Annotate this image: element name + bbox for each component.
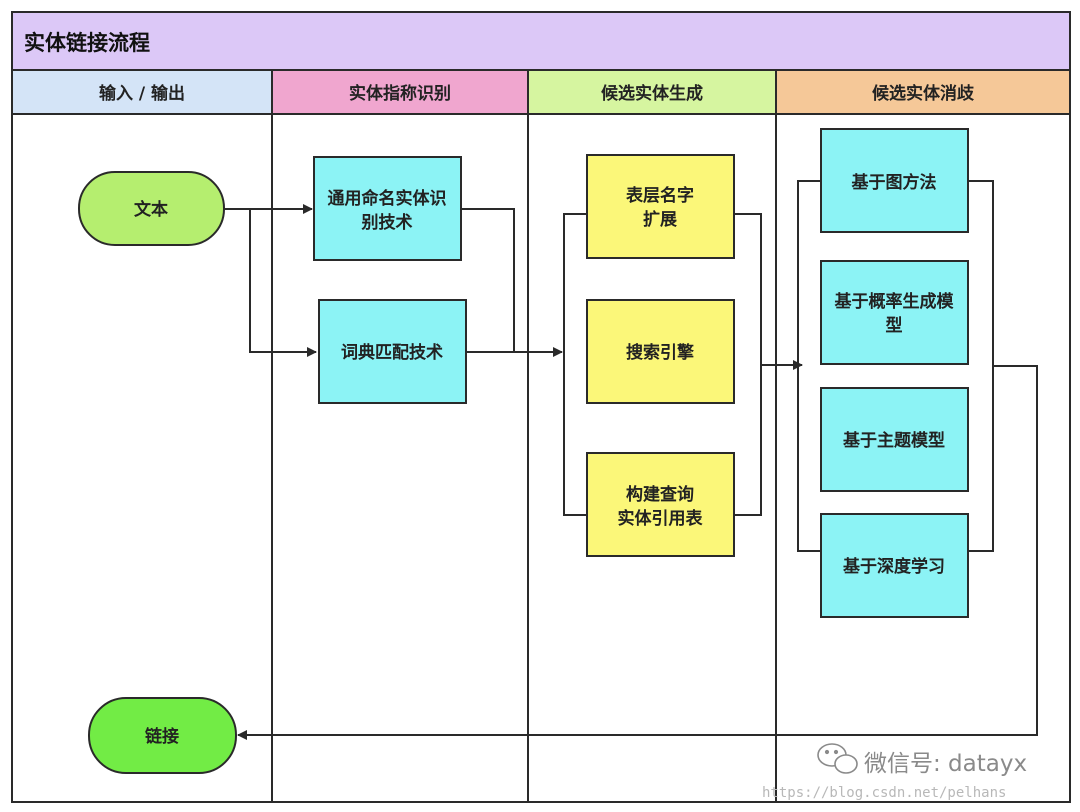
bracket-generation-left — [563, 213, 587, 516]
diagram-title: 实体链接流程 — [24, 31, 150, 55]
lane-header-io — [11, 69, 273, 115]
node-surface-expand-line2: 扩展 — [643, 209, 677, 230]
node-dict-match-label: 词典匹配技术 — [341, 342, 443, 363]
lane-header-recognition — [271, 69, 529, 115]
lane-label-generation: 候选实体生成 — [601, 83, 703, 104]
node-prob-model-line1: 基于概率生成模 — [834, 291, 955, 312]
node-prob-model-line2: 型 — [886, 315, 903, 336]
node-input-text — [78, 171, 225, 246]
watermark-url: https://blog.csdn.net/pelhans — [762, 785, 1006, 801]
node-ner-line1: 通用命名实体识 — [328, 188, 447, 209]
node-search-engine — [586, 299, 735, 404]
lane-label-disambiguation: 候选实体消歧 — [872, 83, 975, 104]
watermark-wechat: 微信号: datayx — [864, 751, 1027, 777]
node-ner — [313, 156, 462, 261]
lane-label-recognition: 实体指称识别 — [349, 83, 451, 104]
lane-label-io: 输入 / 输出 — [99, 83, 185, 104]
node-graph-method-label: 基于图方法 — [851, 172, 937, 193]
node-topic-model — [820, 387, 969, 492]
node-build-table-line1: 构建查询 — [626, 484, 694, 505]
node-input-text-label: 文本 — [134, 199, 168, 220]
node-dict-match — [318, 299, 467, 404]
node-build-table — [586, 452, 735, 557]
node-deep-learning — [820, 513, 969, 618]
node-prob-model — [820, 260, 969, 365]
node-deep-learning-label: 基于深度学习 — [842, 556, 945, 577]
title-bar — [11, 11, 1071, 71]
node-surface-expand-line1: 表层名字 — [626, 185, 694, 206]
node-ner-line2: 别技术 — [361, 212, 413, 233]
bracket-disambiguation-left — [797, 180, 821, 552]
node-graph-method — [820, 128, 969, 233]
wechat-icon — [817, 743, 858, 774]
edge-disambiguation-to-link — [237, 365, 1038, 740]
node-output-link — [88, 697, 237, 774]
node-topic-model-label: 基于主题模型 — [842, 430, 945, 451]
node-surface-expand — [586, 154, 735, 259]
node-build-table-line2: 实体引用表 — [618, 508, 704, 529]
lane-header-disambiguation — [775, 69, 1071, 115]
node-search-engine-label: 搜索引擎 — [626, 342, 695, 363]
edge-ner-to-generation — [461, 208, 515, 352]
connectors — [224, 180, 1038, 740]
node-output-link-label: 链接 — [145, 726, 179, 747]
edge-text-to-dict — [249, 209, 317, 357]
